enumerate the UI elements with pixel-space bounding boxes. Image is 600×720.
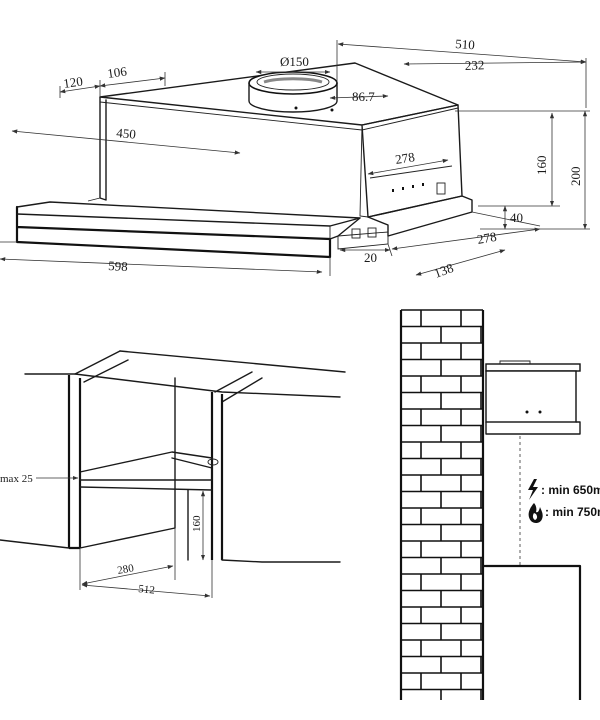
dim-cutout-height: 160 [191, 515, 203, 532]
hood-bottom-tray [367, 195, 473, 237]
wall-installation-view: : min 650mm : min 750mm [399, 309, 600, 700]
dim-body-height: 160 [534, 156, 549, 176]
cabinet-cutout-view: max 25 160 280 512 [0, 350, 346, 598]
dim-overall-width: 598 [108, 258, 128, 274]
hood-left-panel [99, 96, 107, 201]
dim-side-b: 106 [106, 63, 128, 81]
dim-shelf-thickness: max 25 [0, 473, 33, 485]
dim-slide-depth: 278 [394, 149, 416, 167]
electric-clearance-label: : min 650mm [541, 483, 600, 497]
dim-cabinet-depth: 512 [138, 583, 156, 597]
exhaust-duct-collar [248, 71, 338, 113]
hood-isometric-view: 510 232 Ø150 86.7 120 106 450 278 160 20… [0, 36, 590, 281]
dim-duct-offset: 86.7 [352, 89, 375, 104]
mounted-hood [485, 360, 581, 435]
dim-side-a: 120 [62, 73, 83, 91]
gas-clearance-label: : min 750mm [545, 505, 600, 519]
dim-inner-width: 450 [116, 125, 137, 142]
hood-front-slide [15, 205, 332, 259]
dim-width: 510 [455, 36, 475, 52]
dim-cutout-depth: 280 [116, 562, 135, 577]
dim-front-lip: 20 [364, 250, 377, 265]
flame-icon [528, 503, 543, 524]
dim-front-height: 40 [510, 210, 523, 225]
worktop [486, 564, 582, 700]
dim-front-depth: 138 [432, 260, 455, 281]
dim-total-height: 200 [568, 167, 583, 187]
lightning-icon [528, 479, 538, 500]
dim-rear-depth: 232 [465, 57, 485, 73]
side-vent-slots [392, 182, 446, 195]
brick-wall [401, 309, 483, 700]
dim-duct-diameter: Ø150 [280, 54, 309, 69]
dim-bottom-depth: 278 [476, 229, 498, 247]
